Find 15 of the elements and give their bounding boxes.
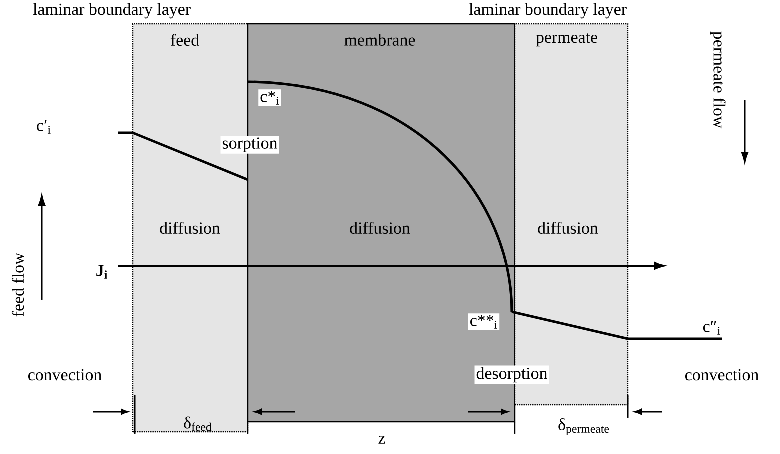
process-label: convection [28,369,102,381]
process-label: convection [686,369,759,381]
process-label: desorption [474,366,550,384]
concentration-label: c′$_{i}$ [37,120,51,134]
dimension-label: δ$_{permeate}$ [558,418,610,436]
concentration-label: c″$_{i}$ [703,321,720,335]
dimension-label: δ$_{feed}$ [184,416,212,432]
concentration-label: c*$_{i}$ [258,90,282,106]
process-label: sorption [220,136,280,154]
concentration-label: c**$_{i}$ [468,314,500,330]
flow-label: feed flow [12,252,24,317]
region-label: laminar boundary layer [33,3,191,19]
flux-label: J$_{i}$ [96,265,108,279]
region-label: laminar boundary layer [469,3,627,19]
flow-label: permeate flow [710,32,726,129]
